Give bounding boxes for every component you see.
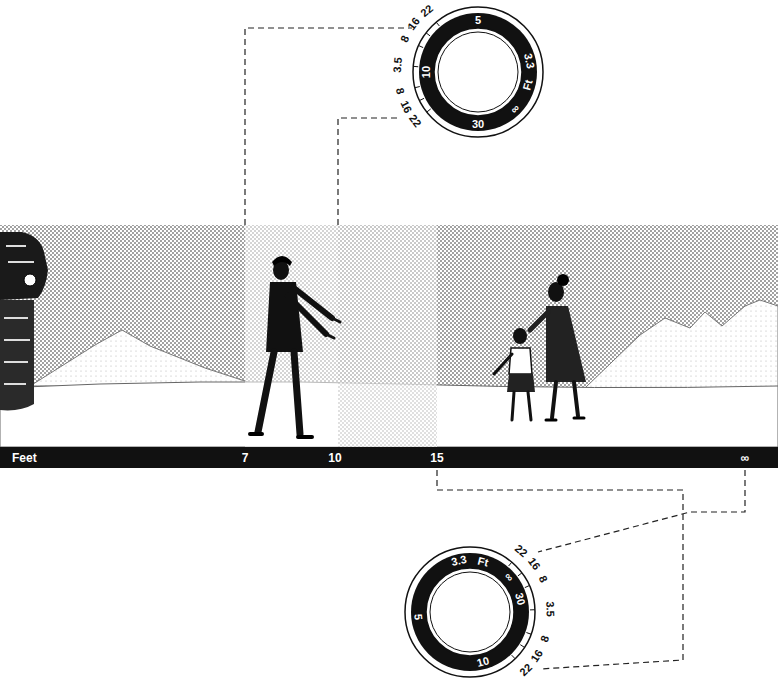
aperture-number: 16: [529, 647, 545, 663]
scale-tick: [419, 46, 424, 48]
aperture-number: 22: [513, 543, 529, 559]
distance-mark: 15: [430, 452, 443, 464]
camera: [0, 232, 48, 410]
distance-mark: ∞: [741, 452, 750, 464]
aperture-number: 3.5: [544, 601, 556, 617]
ring-casing: [413, 7, 543, 137]
aperture-number: 16: [398, 99, 413, 115]
scale-tick: [426, 33, 430, 36]
aperture-number: 8: [539, 635, 551, 645]
lens-rim: [438, 32, 518, 112]
leader-line: [538, 470, 745, 552]
aperture-number: 8: [399, 34, 412, 44]
scale-tick: [509, 562, 512, 566]
sky-band: [0, 225, 778, 447]
aperture-number: 3.5: [392, 57, 404, 73]
distance-mark: 7: [242, 452, 249, 464]
near-zone: [245, 225, 338, 447]
aperture-number: 8: [537, 574, 550, 584]
scale-tick: [420, 98, 424, 100]
distance-scale-bar: Feet 7 10 15 ∞: [0, 447, 778, 468]
distance-number: 30: [472, 119, 484, 130]
leader-line: [338, 118, 398, 225]
ring-casing: [405, 547, 535, 677]
aperture-number: 22: [407, 113, 423, 129]
ring-outline: [404, 546, 536, 678]
child-figure: [494, 328, 535, 420]
scale-tick: [436, 22, 439, 26]
distance-mark: 10: [328, 452, 341, 464]
far-zone: [338, 225, 437, 447]
distance-number: 3.3: [522, 53, 536, 70]
mountain-right: [585, 300, 778, 388]
lens-focus-ring: 53.3Ft∞3010221683.581622: [412, 6, 544, 138]
aperture-number: 16: [526, 556, 542, 572]
distance-number: 30: [513, 591, 527, 606]
scale-tick: [520, 645, 524, 648]
unit-label: Feet: [12, 452, 37, 464]
scale-tick: [427, 109, 431, 112]
aperture-number: 16: [406, 16, 422, 32]
lens-opening: [426, 568, 514, 656]
distance-ring: [411, 553, 529, 671]
scale-tick: [415, 87, 420, 88]
lens-focus-ring: 3.3Ft∞30105221683.581622: [404, 546, 536, 678]
scale-tick: [530, 609, 535, 610]
scale-tick: [525, 586, 530, 588]
woman-figure: [530, 274, 586, 420]
aperture-number: 22: [418, 3, 434, 19]
leader-line: [245, 28, 412, 225]
scale-tick: [512, 655, 515, 659]
aperture-number: 22: [517, 661, 533, 677]
distance-number: 5: [475, 15, 481, 26]
man-figure: [250, 256, 340, 437]
scale-tick: [413, 66, 418, 67]
lens-opening: [434, 28, 522, 116]
distance-ring: [419, 13, 537, 131]
distance-number: Ft: [476, 555, 489, 568]
aperture-number: 8: [394, 87, 406, 96]
lens-rim: [430, 572, 510, 652]
scale-tick: [526, 633, 531, 635]
distance-number: 10: [421, 66, 432, 78]
scale-tick: [518, 573, 522, 576]
distance-number: 5: [412, 613, 423, 620]
mountain-left: [30, 330, 260, 386]
